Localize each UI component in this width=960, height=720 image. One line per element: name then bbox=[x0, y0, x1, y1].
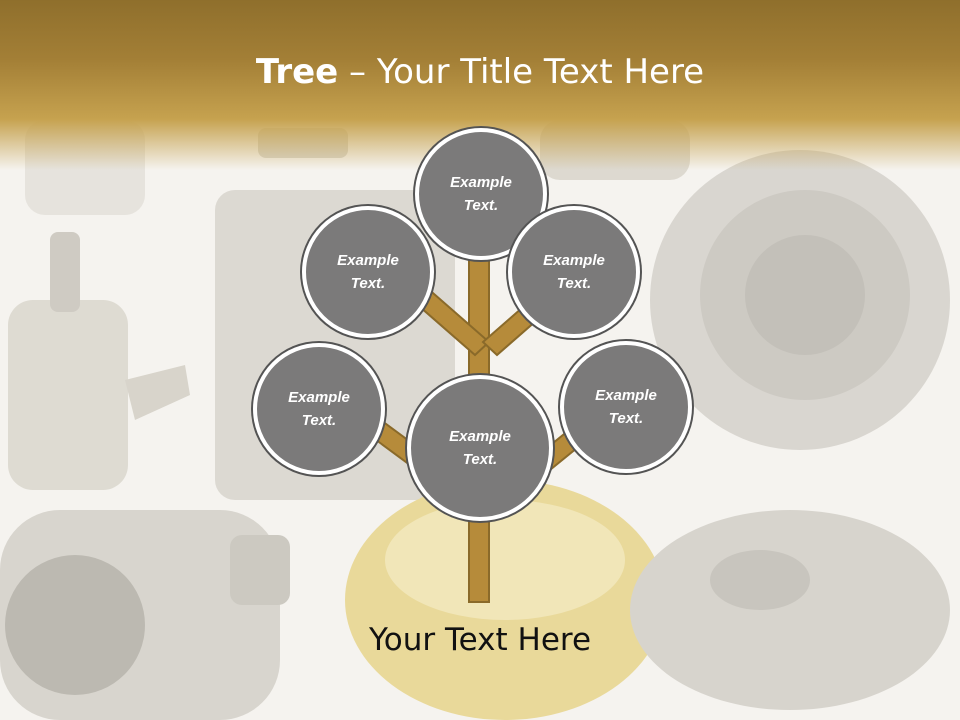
node-text-line1: Example bbox=[450, 174, 512, 191]
node-text-line1: Example bbox=[595, 387, 657, 404]
title-text: – Your Title Text Here bbox=[338, 52, 705, 92]
node-text-line2: Text. bbox=[301, 412, 337, 429]
title-bold-word: Tree bbox=[255, 52, 339, 92]
node-text-line2: Text. bbox=[608, 410, 644, 427]
node-text-line2: Text. bbox=[556, 275, 592, 292]
node-text-line2: Text. bbox=[462, 451, 498, 468]
slide-title: Tree – Your Title Text Here bbox=[0, 52, 960, 92]
node-text-line2: Text. bbox=[463, 197, 499, 214]
footer-text: Your Text Here bbox=[368, 622, 592, 658]
node-text-line1: Example bbox=[288, 389, 350, 406]
node-text-line1: Example bbox=[337, 252, 399, 269]
node-text-line2: Text. bbox=[350, 275, 386, 292]
node-text-line1: Example bbox=[543, 252, 605, 269]
node-text-line1: Example bbox=[449, 428, 511, 445]
